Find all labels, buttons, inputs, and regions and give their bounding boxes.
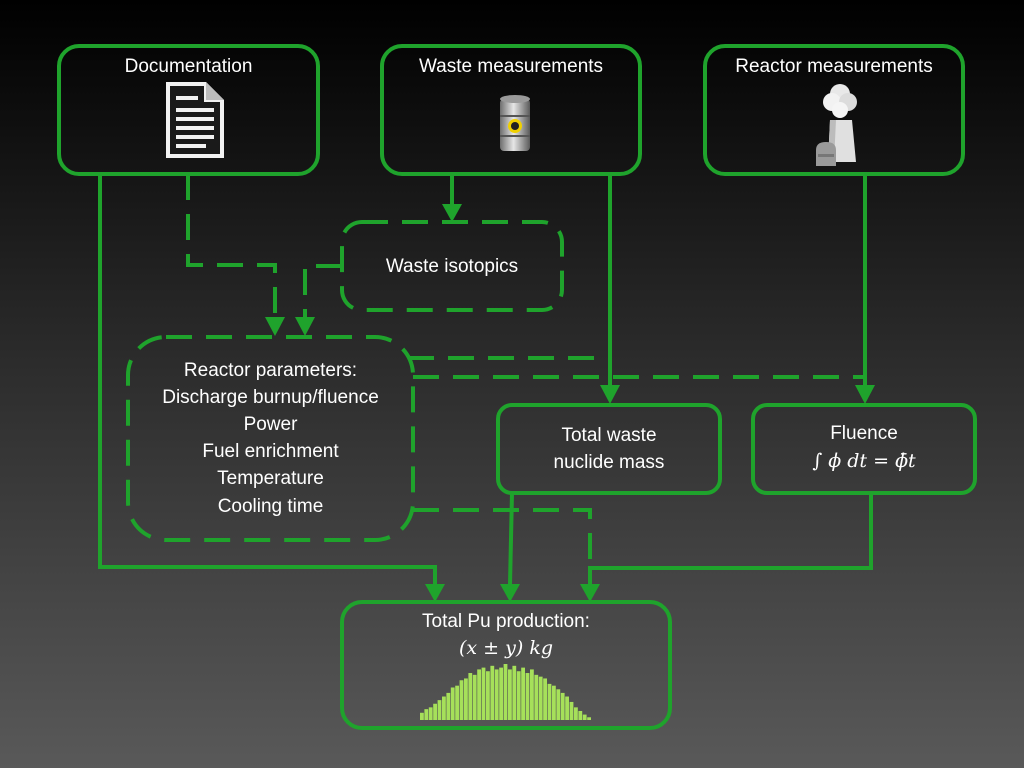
- total-waste-box: [496, 403, 722, 495]
- total-pu-title: Total Pu production:: [422, 611, 590, 632]
- histogram-bar: [538, 676, 543, 720]
- histogram-bar: [499, 667, 503, 720]
- reactor-parameter-item: Cooling time: [217, 496, 324, 517]
- histogram-bar: [547, 683, 552, 720]
- histogram-bar: [503, 664, 508, 720]
- histogram-bar: [569, 701, 574, 720]
- waste-barrel-icon: [500, 95, 530, 151]
- histogram-bar: [459, 680, 464, 720]
- document-icon: [166, 82, 224, 158]
- arrow-head: [295, 317, 315, 336]
- reactor-cooling-tower-icon: [816, 84, 857, 166]
- histogram-bar: [428, 707, 433, 720]
- reactor-parameter-item: Temperature: [217, 468, 324, 489]
- reactor-parameter-item: Power: [243, 414, 298, 435]
- histogram-bar: [552, 685, 556, 720]
- arrow-head: [855, 385, 875, 404]
- fluence-box: [751, 403, 977, 495]
- histogram-bar: [574, 707, 578, 720]
- histogram-bar: [508, 669, 512, 720]
- histogram-bar: [477, 669, 481, 720]
- waste-measurements-title: Waste measurements: [418, 56, 604, 77]
- histogram-bar: [468, 673, 473, 720]
- isotopics-to-params-dashed-connector: [303, 264, 342, 320]
- histogram-bar: [472, 674, 477, 720]
- reactor-measurements-title: Reactor measurements: [735, 56, 933, 77]
- arrow-head: [580, 584, 600, 602]
- total-waste-line1: Total waste: [561, 425, 657, 446]
- histogram-bar: [490, 665, 495, 720]
- reactor-parameter-item: Fuel enrichment: [202, 441, 339, 462]
- arrow-head: [265, 317, 285, 336]
- reactor-parameters-box: [126, 335, 415, 542]
- fluence-to-pu-connector: [588, 493, 873, 584]
- histogram-bar: [446, 692, 451, 720]
- histogram-bar: [516, 671, 521, 720]
- histogram-bar: [556, 689, 561, 720]
- histogram-bar: [521, 667, 525, 720]
- histogram-bar: [442, 696, 446, 720]
- histogram-bar: [560, 692, 565, 720]
- histogram-bar: [437, 700, 442, 720]
- histogram-bar: [455, 685, 459, 720]
- histogram-bar: [582, 714, 587, 720]
- histogram-bar: [450, 687, 455, 720]
- arrow-head: [442, 204, 462, 222]
- waste-isotopics-title: Waste isotopics: [385, 256, 519, 277]
- total-waste-line2: nuclide mass: [553, 452, 665, 473]
- reactor-measurements-box: [703, 44, 965, 176]
- arrow-head: [425, 584, 445, 602]
- arrow-head: [600, 385, 620, 404]
- histogram-bar: [424, 709, 429, 720]
- arrow-head: [500, 584, 520, 602]
- histogram-bar: [565, 696, 569, 720]
- reactor-parameter-item: Discharge burnup/fluence: [162, 387, 379, 408]
- total-pu-box: [340, 600, 672, 730]
- histogram-bar: [464, 678, 468, 720]
- histogram-bar: [525, 673, 530, 720]
- histogram-icon: [420, 664, 591, 720]
- histogram-bar: [578, 710, 583, 720]
- reactor-parameters-title: Reactor parameters:: [183, 360, 358, 381]
- fluence-formula: ∫ ϕ dt = ϕ̄t: [812, 450, 916, 472]
- histogram-bar: [530, 669, 534, 720]
- total-pu-formula: (x ± y) kg: [459, 637, 553, 659]
- histogram-bar: [481, 667, 486, 720]
- total-waste-to-pu-connector: [508, 492, 514, 585]
- histogram-bar: [420, 712, 424, 720]
- histogram-bar: [433, 703, 437, 720]
- fluence-title: Fluence: [830, 423, 898, 444]
- doc-to-params-dashed-connector: [186, 174, 277, 320]
- histogram-bar: [587, 717, 591, 720]
- histogram-bar: [494, 669, 499, 720]
- params-to-pu-dashed-connector: [413, 508, 592, 568]
- histogram-bar: [543, 678, 547, 720]
- documentation-title: Documentation: [124, 56, 253, 77]
- waste-measurements-box: [380, 44, 642, 176]
- histogram-bar: [486, 671, 490, 720]
- histogram-bar: [512, 665, 517, 720]
- doc-to-pu-connector: [98, 174, 437, 590]
- histogram-bar: [534, 674, 539, 720]
